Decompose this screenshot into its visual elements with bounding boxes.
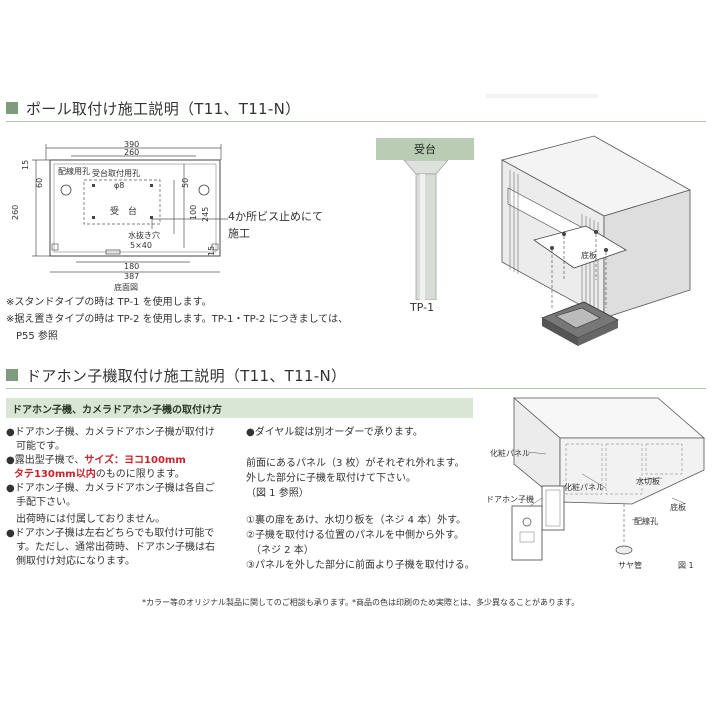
dim-387: 387 — [124, 272, 139, 281]
col2-line4: （図 1 参照） — [246, 488, 309, 499]
callout-line2: 施工 — [228, 227, 250, 240]
box-bottom-label: 底板 — [581, 251, 597, 260]
section-square-icon — [6, 102, 18, 114]
col1-line10: 側取付け対応になります。 — [6, 556, 135, 567]
col1-line5: ●ドアホン子機、カメラドアホン子機は各自ご — [6, 483, 215, 494]
col1-line9: す。ただし、通常出荷時、ドアホン子機は右 — [6, 542, 215, 553]
ukedai-plate: 受台 — [376, 138, 474, 160]
note-stand: ※スタンドタイプの時は TP-1 を使用します。 — [6, 297, 212, 308]
col2-line2: 前面にあるパネル（3 枚）がそれぞれ外れます。 — [246, 458, 465, 469]
col1-line2: 可能です。 — [6, 441, 65, 452]
col2-line5: ①裏の扉をあけ、水切り板を（ネジ 4 本）外す。 — [246, 515, 467, 526]
footer-note-right: *商品の色は印刷のため実際とは、多少異なることがあります。 — [352, 598, 580, 607]
label-ukedai: 受 台 — [110, 205, 137, 217]
dim-260-left: 260 — [11, 205, 20, 220]
col2-line3: 外した部分に子機を取付けて下さい。 — [246, 473, 416, 484]
fig1-label-panel1: 化粧パネル — [490, 448, 530, 458]
col1-line3-prefix: ●露出型子機で、 — [6, 455, 85, 466]
dim-15-left: 15 — [21, 160, 30, 170]
section-title-pole: ポール取付け施工説明（T11、T11-N） — [26, 99, 301, 118]
section-divider-2 — [6, 388, 706, 389]
label-wiring-hole: 配線用孔 — [58, 166, 90, 176]
label-bottom-view: 底面図 — [114, 282, 138, 292]
figure1-drawing: 化粧パネル 化粧パネル 水切板 底板 配線孔 ドアホン子機 サヤ管 図 1 — [486, 397, 706, 570]
col1-line6: 手配下さい。 — [6, 497, 76, 508]
tp1-label: TP-1 — [410, 301, 435, 314]
section-title-doorphone: ドアホン子機取付け施工説明（T11、T11-N） — [26, 366, 347, 385]
col1-line3: ●露出型子機で、サイズ：ヨコ100mm — [6, 454, 186, 468]
col2-line6: ②子機を取付ける位置のパネルを中側から外す。 — [246, 530, 464, 541]
doorphone-subheading: ドアホン子機、カメラドアホン子機の取付け方 — [6, 398, 473, 418]
dim-15-right: 15 — [207, 246, 216, 256]
section-header-doorphone: ドアホン子機取付け施工説明（T11、T11-N） — [6, 363, 346, 387]
pole-drawing — [403, 160, 449, 300]
col2-line1: ●ダイヤル錠は別オーダーで承ります。 — [246, 427, 423, 438]
note-placement: ※据え置きタイプの時は TP-2 を使用します。TP-1・TP-2 につきまして… — [6, 314, 349, 325]
dim-390: 390 — [124, 140, 139, 149]
col1-line1: ●ドアホン子機、カメラドアホン子機が取付け — [6, 427, 215, 438]
col1-line4: タテ130mm以内のものに限ります。 — [14, 468, 185, 482]
fig1-label-bottom: 底板 — [670, 502, 686, 512]
fig1-label-saya: サヤ管 — [618, 560, 642, 570]
col1-size-height: タテ130mm以内 — [14, 469, 96, 480]
section-header-pole: ポール取付け施工説明（T11、T11-N） — [6, 96, 300, 120]
section-square-icon-2 — [6, 369, 18, 381]
dim-180: 180 — [124, 262, 139, 271]
faint-bar — [486, 94, 598, 98]
col1-size-width: サイズ：ヨコ100mm — [84, 455, 186, 466]
dim-260-top: 260 — [124, 148, 139, 157]
fig1-label-panel2: 化粧パネル — [564, 482, 604, 492]
callout-line1: 4か所ビス止めにて — [228, 210, 323, 223]
ukedai-label: 受台 — [414, 143, 436, 156]
footer-note-left: *カラー等のオリジナル製品に関してのご相談も承ります。 — [142, 598, 353, 607]
col1-line4-suffix: のものに限ります。 — [95, 469, 185, 480]
box-perspective-drawing — [500, 135, 692, 346]
fig1-label-doorphone: ドアホン子機 — [486, 494, 534, 504]
dim-50: 50 — [181, 178, 190, 188]
dim-100: 100 — [189, 205, 198, 220]
col1-line8: ●ドアホン子機は左右どちらでも取付け可能で — [6, 528, 215, 539]
note-p55: P55 参照 — [6, 331, 58, 342]
label-drain-size: 5×40 — [130, 241, 152, 250]
fig1-label-fig: 図 1 — [678, 561, 694, 570]
label-mount-hole: 受台取付用孔 — [92, 168, 140, 178]
col1-line7: 出荷時には付属しておりません。 — [6, 514, 166, 525]
fig1-label-wiring: 配線孔 — [634, 516, 658, 526]
callout-arrow — [151, 218, 228, 229]
col2-line8: ③パネルを外した部分に前面より子機を取付ける。 — [246, 560, 475, 571]
label-drain: 水抜き穴 — [128, 230, 160, 240]
col2-line7: （ネジ 2 本） — [246, 545, 314, 556]
dim-60: 60 — [35, 178, 44, 188]
label-phi8: φ8 — [114, 181, 124, 190]
dim-245: 245 — [201, 207, 210, 222]
fig1-label-mizukiri: 水切板 — [636, 476, 660, 486]
section-divider — [6, 121, 706, 122]
bottom-view-drawing: 390 260 15 60 260 配線用孔 受台取付用孔 φ8 受 台 水抜き… — [11, 140, 222, 292]
